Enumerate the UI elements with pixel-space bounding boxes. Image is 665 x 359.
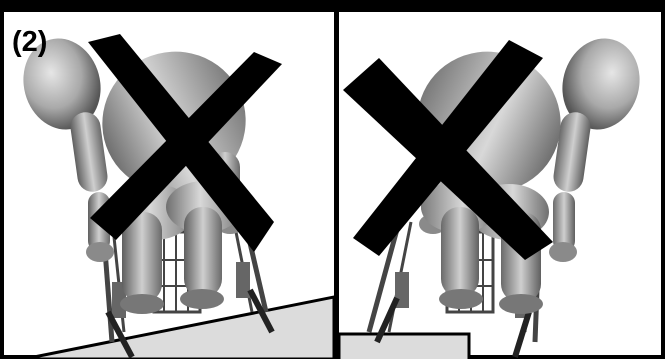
panel-left: (2): [4, 12, 334, 359]
panel-label: (2): [12, 28, 47, 57]
step: [339, 334, 469, 359]
ramp: [24, 297, 334, 359]
right-illustration: [339, 12, 661, 359]
top-border-strip: [0, 0, 665, 8]
left-illustration: [4, 12, 334, 359]
panel-right: [339, 12, 661, 359]
